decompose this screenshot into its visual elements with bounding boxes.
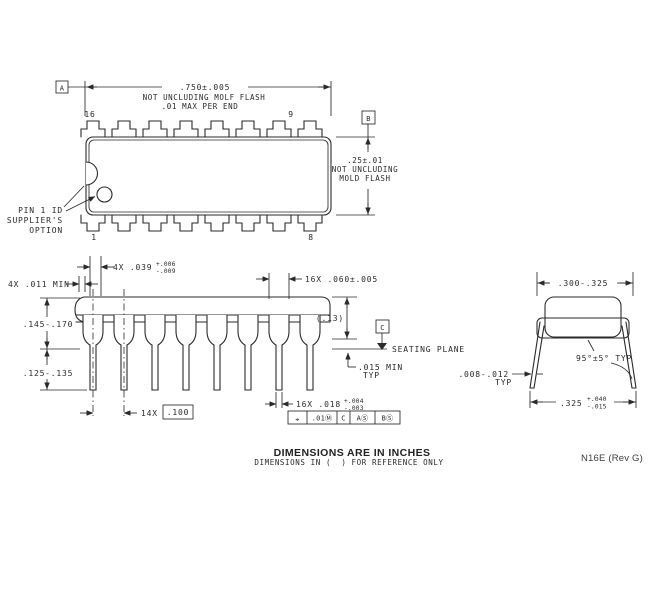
front-lead-row [82, 314, 321, 391]
pin1-id-callout-3: OPTION [29, 226, 63, 235]
seating-plane-label: SEATING PLANE [392, 345, 465, 354]
end-body-width-dim: .300-.325 [558, 279, 609, 288]
lead-span-plus: +.040 [587, 396, 607, 403]
end-leads [529, 321, 637, 389]
front-body-left-cap [74, 296, 85, 323]
body-length-note1: NOT UNCLUDING MOLF FLASH [143, 93, 266, 102]
datum-c-triangle [377, 343, 387, 350]
fcf-datum-3: BⓈ [382, 415, 394, 423]
pitch-basic-dim: .100 [167, 408, 189, 417]
end-body-outline [544, 296, 622, 338]
pin-8-label: 8 [308, 233, 314, 242]
body-height-dim: .145-.170 [23, 320, 74, 329]
body-width-dim: .25±.01 [347, 156, 383, 165]
document-reference: N16E (Rev G) [581, 453, 643, 464]
end-clearance-dim: 4X .011 MIN [8, 280, 70, 289]
pin-9-label: 9 [288, 110, 294, 119]
units-note: DIMENSIONS ARE IN INCHES [274, 447, 431, 459]
lead-width-dim: 16X .018 [296, 400, 341, 409]
end-body-flange [536, 317, 630, 339]
lead-angle-dim: 95°±5° TYP [576, 354, 632, 363]
lead-angle-arc [610, 362, 633, 380]
top-view: A .750±.005 NOT UNCLUDING MOLF FLASH .01… [7, 80, 399, 242]
fcf-datum-1: C [341, 415, 346, 423]
top-pin-row [80, 120, 323, 138]
standoff-typ: TYP [363, 371, 380, 380]
shoulder-dim-minus: -.009 [156, 268, 176, 275]
reference-note: DIMENSIONS IN ( ) FOR REFERENCE ONLY [254, 458, 443, 467]
lead-span-minus: -.015 [587, 404, 607, 411]
package-body-outline [85, 136, 332, 216]
pin1-id-dot [96, 186, 113, 203]
pitch-basic-box [162, 404, 194, 420]
pin-16-label: 16 [84, 110, 95, 119]
datum-b-box [361, 110, 376, 125]
fcf-tolerance: .01Ⓜ [312, 415, 333, 423]
body-length-note2: .01 MAX PER END [162, 102, 239, 111]
lead-width-plus: +.004 [344, 398, 364, 405]
datum-c-label: C [380, 324, 385, 332]
end-view: .300-.325 95°±5° TYP .008-.012 TYP .325 … [458, 272, 637, 411]
body-length-dim: .750±.005 [180, 83, 231, 92]
lead-thickness-typ: TYP [495, 378, 512, 387]
lead-length-dim: .125-.135 [23, 369, 74, 378]
shoulder-dim: 4X .039 [113, 263, 152, 272]
lead-width-minus: -.003 [344, 405, 364, 412]
bottom-pin-row [80, 214, 323, 232]
lead-thickness-dim: .008-.012 [458, 370, 509, 379]
fcf-position-symbol: ⌖ [295, 416, 299, 424]
standoff-dim: .015 MIN [358, 363, 403, 372]
front-body-top [83, 296, 331, 323]
footer-notes: DIMENSIONS ARE IN INCHES DIMENSIONS IN (… [254, 447, 643, 467]
shoulder-width-dim: 16X .060±.005 [305, 275, 378, 284]
pin-1-label: 1 [91, 233, 97, 242]
body-thickness-ref: (.13) [316, 314, 344, 323]
front-view: 4X .039 +.006 -.009 4X .011 MIN .145-.17… [8, 256, 465, 425]
pitch-count: 14X [141, 409, 158, 418]
datum-a-label: A [60, 85, 65, 93]
datum-c-box [375, 319, 390, 334]
body-width-note1: NOT UNCLUDING [332, 165, 399, 174]
body-width-note2: MOLD FLASH [339, 174, 390, 183]
feature-control-frame: ⌖ .01Ⓜ C AⓈ BⓈ [287, 410, 401, 425]
pin1-id-callout-1: PIN 1 ID [18, 206, 63, 215]
shoulder-dim-plus: +.006 [156, 261, 176, 268]
fcf-datum-2: AⓈ [357, 415, 369, 423]
datum-b-label: B [366, 115, 371, 123]
pin1-id-callout-2: SUPPLIER'S [7, 216, 63, 225]
pin1-index-notch [85, 161, 98, 186]
lead-span-dim: .325 [560, 399, 582, 408]
